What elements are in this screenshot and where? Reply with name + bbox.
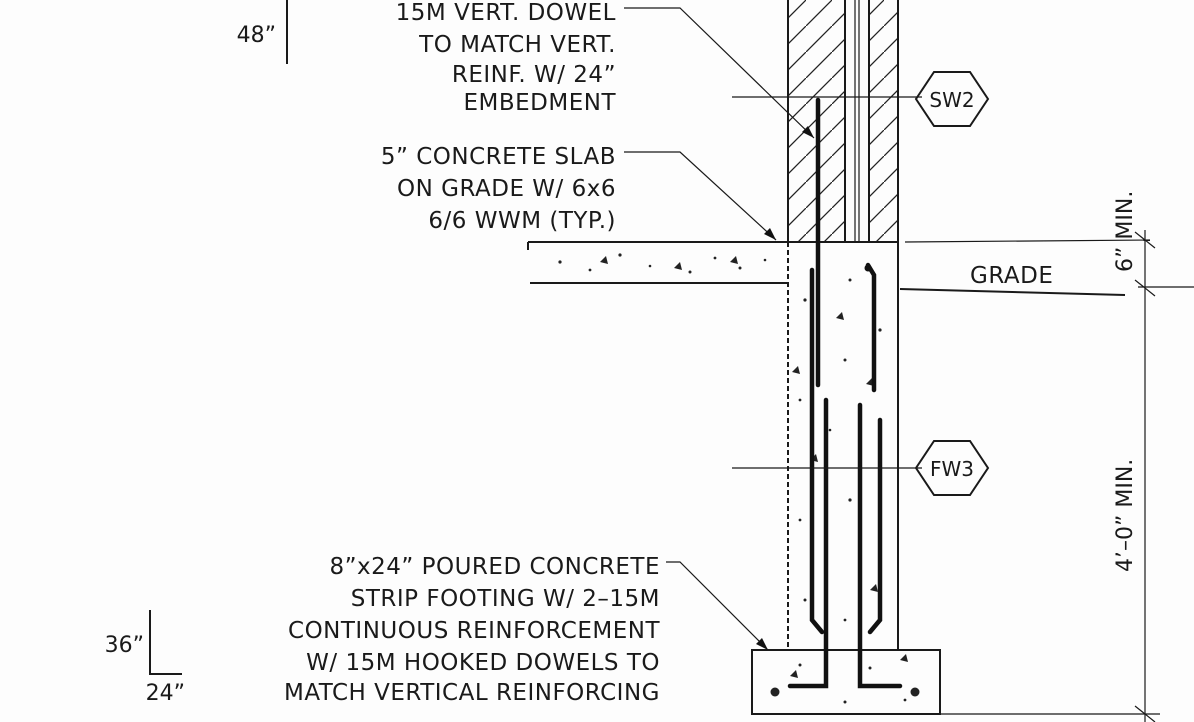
fw3-tag-label: FW3 — [930, 457, 974, 481]
fw3-tag: FW3 — [732, 440, 990, 496]
footing-note-line-2: STRIP FOOTING W/ 2–15M — [351, 586, 660, 612]
upper-block-wall — [787, 0, 899, 242]
left-dimensions: 48” 36” 24” — [105, 0, 288, 706]
footing-note-line-4: W/ 15M HOOKED DOWELS TO — [306, 650, 660, 676]
foundation-wall — [787, 242, 899, 650]
dowel-note-line-1: 15M VERT. DOWEL — [396, 0, 616, 26]
dimension-48: 48” — [237, 23, 276, 48]
dimension-24: 24” — [146, 681, 185, 706]
sw2-tag: SW2 — [732, 71, 990, 127]
footing-note-line-5: MATCH VERTICAL REINFORCING — [284, 680, 660, 706]
slab-note-line-3: 6/6 WWM (TYP.) — [428, 208, 616, 234]
grade-line: GRADE — [899, 263, 1126, 296]
footing-note: 8”x24” POURED CONCRETE STRIP FOOTING W/ … — [284, 554, 769, 706]
footing-note-line-1: 8”x24” POURED CONCRETE — [329, 554, 660, 580]
dimension-36: 36” — [105, 633, 144, 658]
grade-label: GRADE — [970, 263, 1053, 289]
slab-note-line-2: ON GRADE W/ 6x6 — [397, 176, 616, 202]
footing-note-line-3: CONTINUOUS REINFORCEMENT — [288, 618, 660, 644]
reinforcement-bars — [787, 97, 903, 689]
strip-footing — [751, 649, 941, 715]
dowel-note-line-4: EMBEDMENT — [463, 90, 616, 116]
dimension-lines: 6” MIN. 4’–0” MIN. — [904, 191, 1194, 722]
frost-depth-dimension: 4’–0” MIN. — [1113, 459, 1138, 572]
dowel-note: 15M VERT. DOWEL TO MATCH VERT. REINF. W/… — [396, 0, 815, 139]
slab-note-line-1: 5” CONCRETE SLAB — [381, 144, 616, 170]
concrete-slab — [527, 241, 898, 284]
slab-note: 5” CONCRETE SLAB ON GRADE W/ 6x6 6/6 WWM… — [381, 144, 777, 241]
sw2-tag-label: SW2 — [929, 88, 974, 112]
dowel-note-line-3: REINF. W/ 24” — [452, 62, 616, 88]
slab-above-grade-dimension: 6” MIN. — [1113, 191, 1138, 272]
dowel-note-line-2: TO MATCH VERT. — [418, 32, 616, 58]
